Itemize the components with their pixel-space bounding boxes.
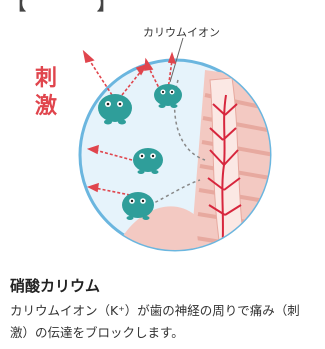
potassium-ion-label: カリウムイオン: [143, 24, 220, 40]
stimulus-label-1: 刺: [35, 68, 57, 90]
ingredient-description: カリウムイオン（K⁺）が歯の神経の周りで痛み（刺激）の伝達をブロックします。: [10, 300, 315, 344]
stimulus-label-2: 激: [35, 96, 57, 118]
ingredient-title: 硝酸カリウム: [10, 275, 100, 296]
